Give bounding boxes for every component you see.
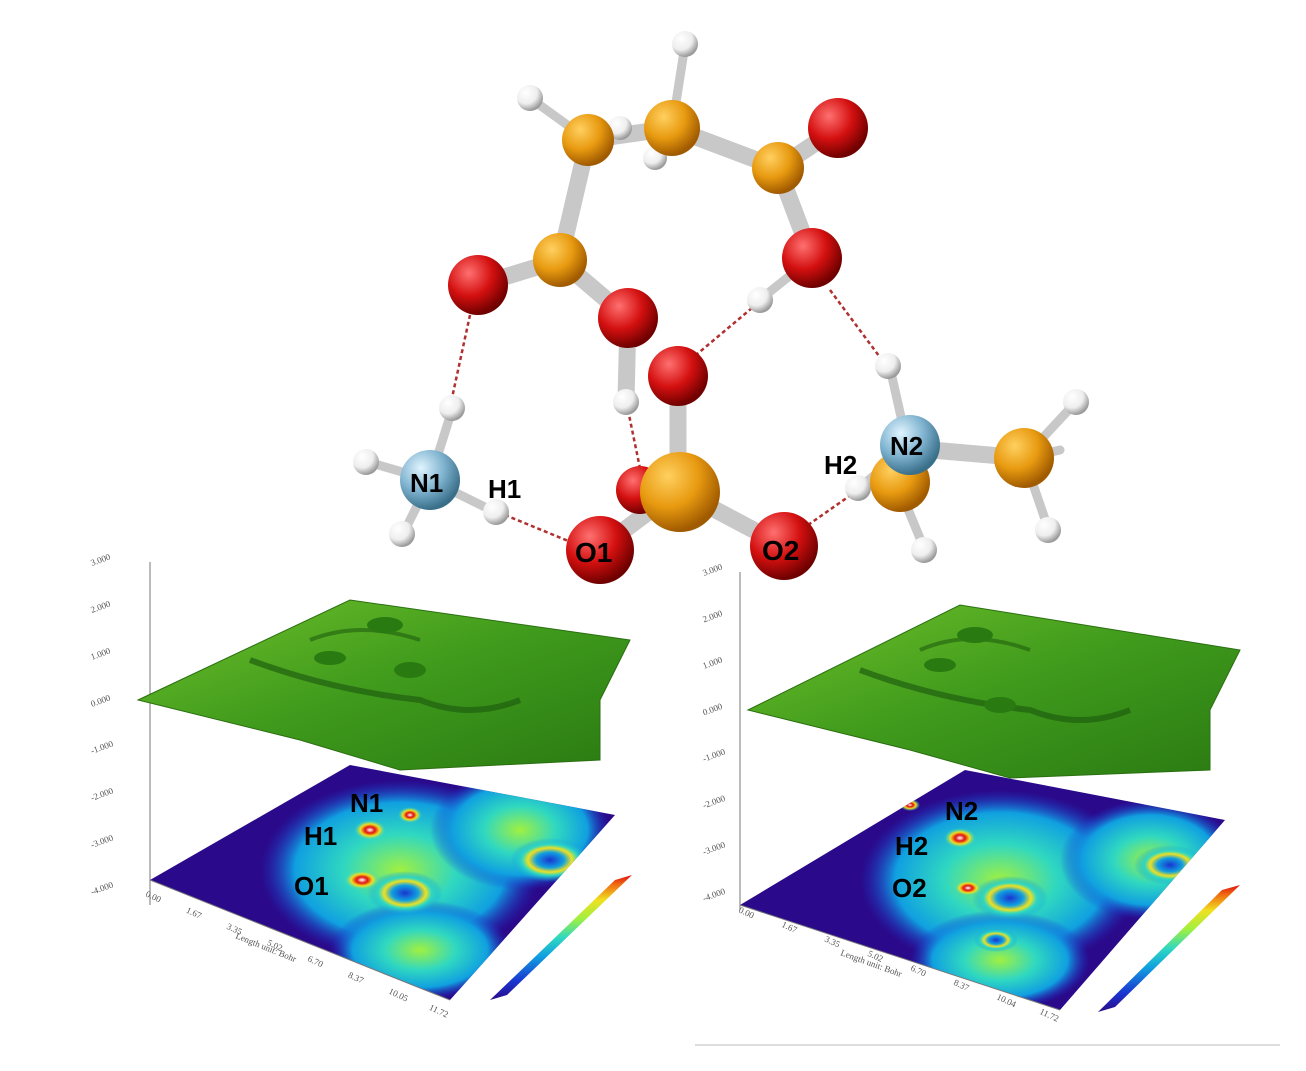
hydrogen-bond [504,513,579,547]
z-tick-label: -3.000 [701,839,727,857]
hydrogen-bond [450,314,472,399]
surface-dip [984,697,1016,713]
oxygen-atom [808,98,868,158]
phosphorus-atom [640,452,720,532]
z-tick-label: -1.000 [89,738,115,756]
hydrogen-atom [672,31,698,57]
z-tick-label: -2.000 [701,793,727,811]
surface-ridge [248,657,522,713]
hydrogen-atom [389,521,415,547]
contour-label-h1: H1 [304,821,337,851]
x-tick-label: 10.05 [387,986,410,1004]
surface-ridge [858,667,1132,723]
rdg-panel-right: 3.000 2.000 1.000 0.000 -1.000 -2.000 -3.000 -4… [695,561,1280,1046]
z-tick-label: -3.000 [89,832,115,850]
x-tick-label: 6.70 [306,954,325,970]
z-tick-labels: 3.000 2.000 1.000 0.000 -1.000 -2.000 -3.000 -4… [89,551,115,896]
carbon-atoms [533,100,1054,512]
z-tick-labels: 3.000 2.000 1.000 0.000 -1.000 -2.000 -3.000 -4… [701,561,727,903]
hydrogen-atom [439,395,465,421]
surface-dip [924,658,956,672]
x-tick-label: 8.37 [347,970,366,986]
surface-dip [394,662,426,678]
color-bar [1098,885,1240,1012]
oxygen-atom-o1 [566,516,634,584]
z-tick-label: 0.000 [701,701,724,717]
surface-plot [136,599,631,771]
color-bar [490,875,632,1000]
hydrogen-atom [911,537,937,563]
atom-label-o2: O2 [762,535,799,566]
hydrogen-atom [845,475,871,501]
atom-label-n1: N1 [410,468,443,498]
z-tick-label: -4.000 [701,886,727,904]
hydrogen-atom [1035,517,1061,543]
hydrogen-atom [875,353,901,379]
hydrogen-bond [689,307,753,361]
surface-dip [314,651,346,665]
atom-label-n2: N2 [890,431,923,461]
carbon-atom [994,428,1054,488]
oxygen-atom [648,346,708,406]
oxygen-atom-o2 [750,512,818,580]
nitrogen-atom-n1 [400,450,460,510]
surface-dip [957,627,993,643]
contour-label-n2: N2 [945,796,978,826]
oxygen-atom [598,288,658,348]
atom-label-h1: H1 [488,474,521,504]
x-tick-label: 11.72 [428,1002,450,1019]
hydrogen-atom [517,85,543,111]
atom-label-h2: H2 [824,450,857,480]
hydrogen-atom [483,499,509,525]
surface-ridge [309,628,421,642]
surface-dip [367,617,403,633]
x-tick-label: 0.00 [144,889,163,905]
carbon-atom [562,114,614,166]
x-axis [149,879,451,1001]
hydrogen-atom [1063,389,1089,415]
oxygen-atom [448,255,508,315]
z-tick-label: 1.000 [89,645,112,661]
z-tick-label: -2.000 [89,785,115,803]
hydrogen-atom [747,287,773,313]
x-tick-label: 1.67 [185,905,204,921]
z-tick-label: 3.000 [701,561,724,577]
z-tick-label: 2.000 [701,608,724,624]
z-tick-label: 0.000 [89,692,112,708]
z-tick-label: 1.000 [701,654,724,670]
carbon-atom [752,142,804,194]
contour-map-features [260,770,610,1000]
z-tick-label: 3.000 [89,551,112,567]
x-axis [739,904,1061,1011]
hydrogen-atoms [353,31,1089,563]
contour-label-h2: H2 [895,831,928,861]
contour-label-n1: N1 [350,788,383,818]
contour-label-o2: O2 [892,873,927,903]
bond-group [469,119,1033,557]
nitrogen-atom-n2 [880,415,940,475]
oxygen-atom [782,228,842,288]
hydrogen-atom [353,449,379,475]
atom-label-o1: O1 [575,537,612,568]
carbon-atom [644,100,700,156]
rdg-panel-left: 3.000 2.000 1.000 0.000 -1.000 -2.000 -3.000 -4… [89,551,632,1020]
molecular-structure: N1 H1 O1 N2 H2 O2 [353,31,1089,584]
hydrogen-atom [613,389,639,415]
carbon-atom [533,233,587,287]
hydrogen-bond [828,289,884,361]
surface-plot [746,604,1241,779]
contour-label-o1: O1 [294,871,329,901]
z-tick-label: -1.000 [701,746,727,764]
z-tick-label: 2.000 [89,598,112,614]
z-tick-label: -4.000 [89,879,115,897]
hydrogen-atom [608,116,632,140]
